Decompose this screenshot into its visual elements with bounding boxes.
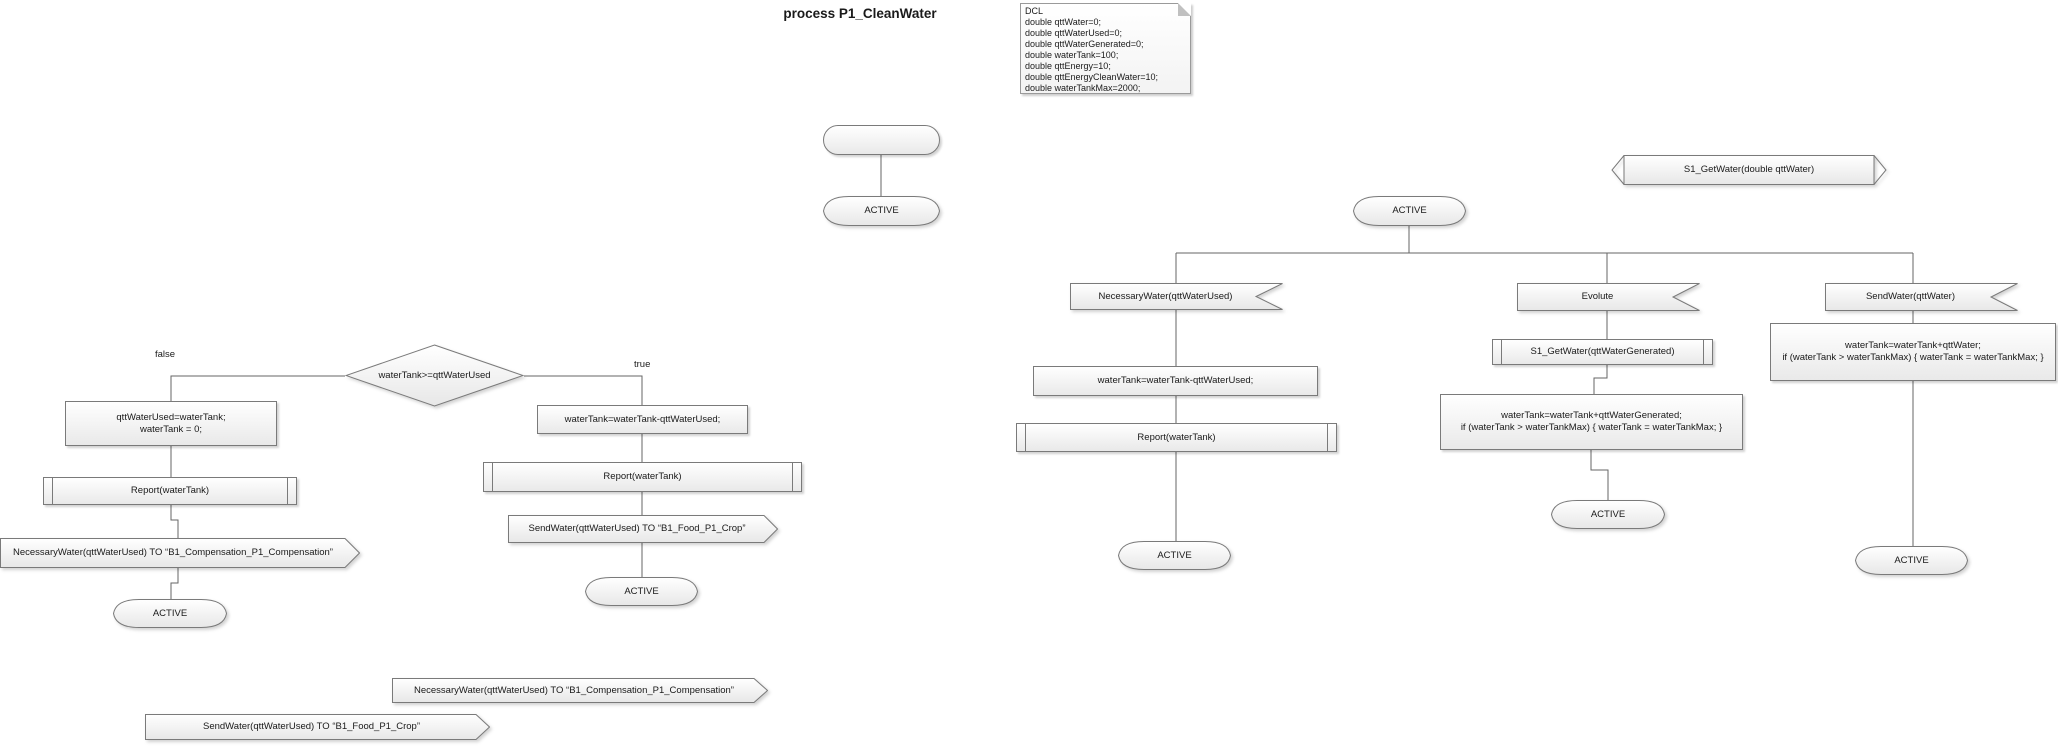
decision-watertank-gte-qttwaterused[interactable]: waterTank>=qttWaterUsed <box>345 344 524 407</box>
note-line: double qttEnergy=10; <box>1025 61 1111 71</box>
declarations-note[interactable]: DCL double qttWater=0; double qttWaterUs… <box>1020 3 1191 94</box>
note-line: double waterTank=100; <box>1025 50 1119 60</box>
procedure-text: Report(waterTank) <box>130 485 210 497</box>
output-necessarywater-compensation-bottom[interactable]: NecessaryWater(qttWaterUsed) TO “B1_Comp… <box>392 678 768 703</box>
task-text: waterTank=waterTank+qttWaterGenerated; i… <box>1460 410 1723 433</box>
state-label: ACTIVE <box>624 585 659 597</box>
state-active-false-branch[interactable]: ACTIVE <box>113 599 227 628</box>
output-text: SendWater(qttWaterUsed) TO “B1_Food_P1_C… <box>528 523 746 535</box>
note-line: double qttWater=0; <box>1025 17 1101 27</box>
page-title: process P1_CleanWater <box>783 6 937 21</box>
note-line: double qttWaterGenerated=0; <box>1025 39 1144 49</box>
procedure-report-necessarywater[interactable]: Report(waterTank) <box>1016 423 1337 452</box>
state-label: ACTIVE <box>1157 549 1192 561</box>
task-text: waterTank=waterTank+qttWater; if (waterT… <box>1782 340 2044 363</box>
note-line: DCL <box>1025 6 1044 16</box>
state-label: ACTIVE <box>1894 554 1929 566</box>
input-evolute[interactable]: Evolute <box>1517 283 1700 311</box>
procedure-s1-getwater-generated[interactable]: S1_GetWater(qttWaterGenerated) <box>1492 339 1713 365</box>
procedure-text: S1_GetWater(qttWaterGenerated) <box>1530 346 1675 358</box>
output-sendwater-crop-bottom[interactable]: SendWater(qttWaterUsed) TO “B1_Food_P1_C… <box>145 714 490 740</box>
input-sendwater[interactable]: SendWater(qttWater) <box>1825 283 2018 311</box>
task-sendwater[interactable]: waterTank=waterTank+qttWater; if (waterT… <box>1770 323 2056 381</box>
state-active-sendwater[interactable]: ACTIVE <box>1855 546 1968 575</box>
state-active-start[interactable]: ACTIVE <box>823 196 940 226</box>
state-label: ACTIVE <box>152 607 188 619</box>
signal-declaration-s1-getwater[interactable]: S1_GetWater(double qttWater) <box>1611 155 1887 185</box>
task-necessarywater[interactable]: waterTank=waterTank-qttWaterUsed; <box>1033 366 1318 396</box>
input-necessarywater[interactable]: NecessaryWater(qttWaterUsed) <box>1070 283 1283 310</box>
output-sendwater-crop[interactable]: SendWater(qttWaterUsed) TO “B1_Food_P1_C… <box>508 515 778 543</box>
state-active-necessarywater[interactable]: ACTIVE <box>1118 541 1231 570</box>
procedure-report-false[interactable]: Report(waterTank) <box>43 477 297 505</box>
task-evolute[interactable]: waterTank=waterTank+qttWaterGenerated; i… <box>1440 394 1743 450</box>
state-active-true-branch[interactable]: ACTIVE <box>585 577 698 606</box>
output-necessarywater-compensation[interactable]: NecessaryWater(qttWaterUsed) TO “B1_Comp… <box>0 538 360 568</box>
note-line: double qttEnergyCleanWater=10; <box>1025 72 1159 82</box>
state-label: ACTIVE <box>1392 205 1427 217</box>
task-true-branch[interactable]: waterTank=waterTank-qttWaterUsed; <box>537 405 748 434</box>
start-state-shape[interactable] <box>823 125 940 155</box>
input-text: NecessaryWater(qttWaterUsed) <box>1098 290 1233 302</box>
note-line: double waterTankMax=2000; <box>1025 83 1141 93</box>
output-text: NecessaryWater(qttWaterUsed) TO “B1_Comp… <box>13 547 333 559</box>
state-label: ACTIVE <box>864 205 899 217</box>
state-active-evolute[interactable]: ACTIVE <box>1551 500 1665 529</box>
note-line: double qttWaterUsed=0; <box>1025 28 1122 38</box>
signal-declaration-text: S1_GetWater(double qttWater) <box>1683 164 1815 176</box>
task-text: waterTank=waterTank-qttWaterUsed; <box>1097 375 1254 387</box>
procedure-text: Report(waterTank) <box>603 471 682 483</box>
branch-label-true: true <box>634 359 651 370</box>
task-text: waterTank=waterTank-qttWaterUsed; <box>564 413 721 425</box>
output-text: NecessaryWater(qttWaterUsed) TO “B1_Comp… <box>414 684 734 696</box>
input-text: SendWater(qttWater) <box>1865 291 1956 303</box>
task-false-branch[interactable]: qttWaterUsed=waterTank; waterTank = 0; <box>65 401 277 446</box>
output-text: SendWater(qttWaterUsed) TO “B1_Food_P1_C… <box>202 721 420 733</box>
branch-label-false: false <box>155 349 176 360</box>
task-text: qttWaterUsed=waterTank; waterTank = 0; <box>116 411 226 435</box>
decision-condition: waterTank>=qttWaterUsed <box>378 369 491 381</box>
procedure-text: Report(waterTank) <box>1137 431 1216 443</box>
state-active-right-root[interactable]: ACTIVE <box>1353 196 1466 226</box>
procedure-report-true[interactable]: Report(waterTank) <box>483 462 802 492</box>
state-label: ACTIVE <box>1590 508 1626 520</box>
input-text: Evolute <box>1581 291 1614 303</box>
